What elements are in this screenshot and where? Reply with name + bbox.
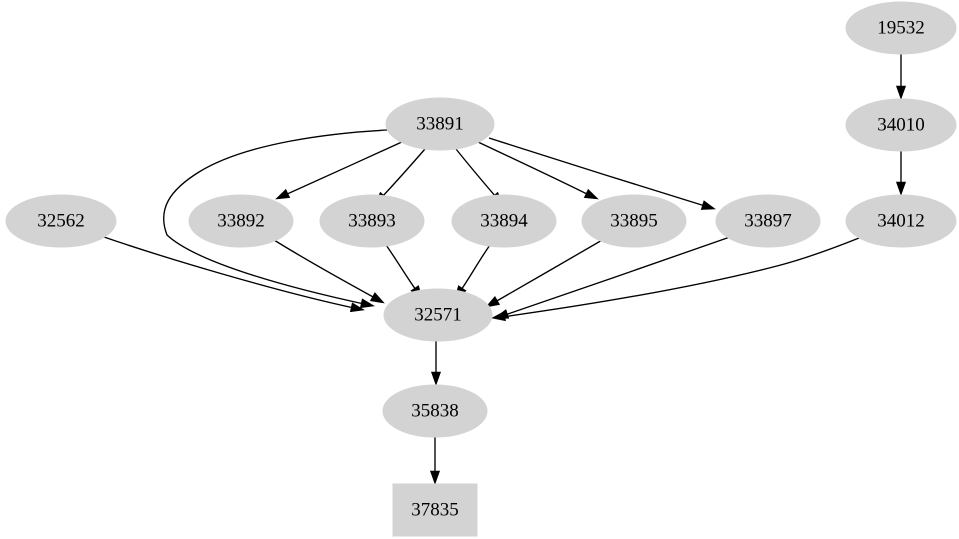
edge-line	[494, 238, 605, 303]
node-box-shape[interactable]	[392, 483, 478, 537]
edge-line	[460, 244, 491, 291]
edge-arrowhead	[359, 298, 375, 309]
edge-line	[284, 140, 405, 196]
edge-33891-to-33897	[488, 137, 716, 210]
node-ellipse-shape[interactable]	[188, 194, 294, 248]
edge-32571-to-35838	[430, 341, 442, 386]
edge-arrowhead	[700, 200, 716, 210]
edge-arrowhead	[485, 295, 501, 308]
graph-node-32571[interactable]: 32571	[383, 288, 493, 342]
edge-arrowhead	[491, 311, 506, 322]
edge-line	[381, 148, 426, 198]
edge-32562-to-32571	[103, 236, 365, 313]
node-ellipse-shape[interactable]	[715, 194, 821, 248]
graph-node-33895[interactable]: 33895	[581, 194, 687, 248]
edge-33892-to-32571	[273, 239, 385, 304]
graph-node-32562[interactable]: 32562	[5, 194, 117, 248]
edge-line	[488, 137, 706, 207]
edge-arrowhead	[583, 188, 599, 200]
edge-arrowhead	[895, 85, 907, 100]
graph-node-34010[interactable]: 34010	[845, 98, 957, 152]
node-ellipse-shape[interactable]	[319, 194, 425, 248]
graph-node-33894[interactable]: 33894	[451, 194, 557, 248]
edge-line	[385, 244, 417, 291]
edge-line	[273, 239, 376, 299]
node-ellipse-shape[interactable]	[845, 98, 957, 152]
node-ellipse-shape[interactable]	[382, 384, 488, 438]
edge-line	[163, 129, 388, 305]
edge-line	[103, 236, 355, 309]
graph-node-35838[interactable]: 35838	[382, 384, 488, 438]
node-ellipse-shape[interactable]	[5, 194, 117, 248]
edge-34010-to-34012	[895, 151, 907, 196]
edge-arrowhead	[895, 181, 907, 196]
graph-node-33892[interactable]: 33892	[188, 194, 294, 248]
node-ellipse-shape[interactable]	[451, 194, 557, 248]
node-ellipse-shape[interactable]	[845, 1, 957, 55]
edge-33895-to-32571	[485, 238, 605, 308]
graph-node-33893[interactable]: 33893	[319, 194, 425, 248]
edge-line	[501, 237, 860, 318]
edge-19532-to-34010	[895, 54, 907, 100]
graph-node-33897[interactable]: 33897	[715, 194, 821, 248]
graph-node-19532[interactable]: 19532	[845, 1, 957, 55]
edge-line	[504, 236, 731, 316]
node-ellipse-shape[interactable]	[385, 97, 495, 151]
edge-33891-to-33895	[477, 141, 599, 200]
edge-arrowhead	[349, 302, 365, 313]
edge-arrowhead	[275, 188, 291, 200]
edge-33891-to-32571	[163, 129, 388, 309]
edge-33891-to-33892	[275, 140, 405, 200]
graph-node-33891[interactable]: 33891	[385, 97, 495, 151]
edge-35838-to-37835	[429, 437, 441, 485]
node-ellipse-shape[interactable]	[383, 288, 493, 342]
edge-line	[455, 148, 497, 198]
edge-arrowhead	[429, 470, 441, 485]
edge-arrowhead	[430, 371, 442, 386]
node-ellipse-shape[interactable]	[581, 194, 687, 248]
edge-line	[477, 141, 590, 196]
edge-34012-to-32571	[491, 237, 860, 322]
graph-node-34012[interactable]: 34012	[845, 194, 957, 248]
node-ellipse-shape[interactable]	[845, 194, 957, 248]
graph-node-37835[interactable]: 37835	[392, 483, 478, 537]
edge-arrowhead	[369, 292, 385, 304]
